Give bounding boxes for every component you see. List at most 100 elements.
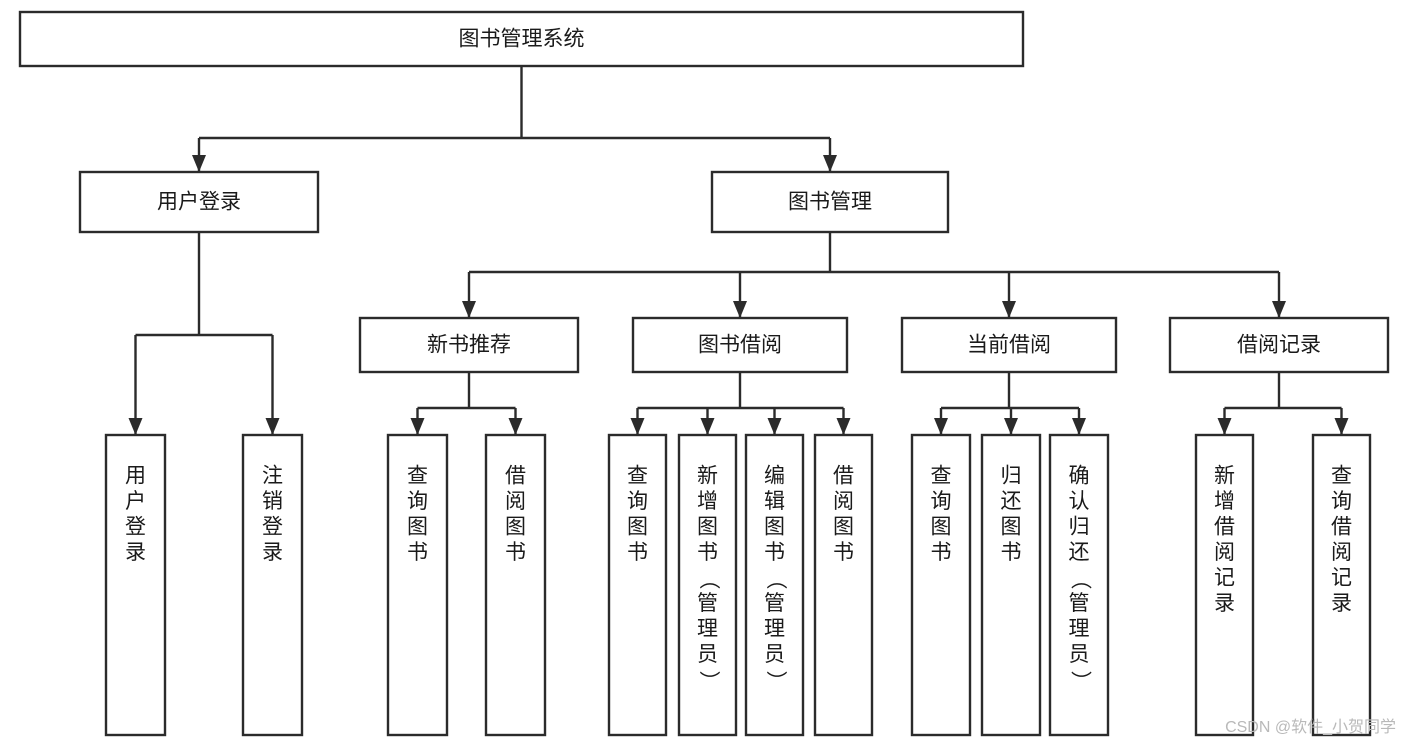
node-label-char: 记: [1214, 567, 1235, 590]
node-label-char: 询: [1331, 490, 1352, 513]
node-box: [78, 170, 320, 234]
node-l1_1[interactable]: 图书管理: [710, 170, 950, 234]
arrow-head: [700, 418, 715, 435]
arrow-head: [1272, 301, 1286, 318]
node-l2_1[interactable]: 图书借阅: [631, 316, 849, 374]
node-label-char: 登: [125, 516, 146, 539]
node-box: [104, 433, 167, 737]
arrow-head: [836, 418, 851, 435]
node-label-char: 查: [407, 465, 428, 488]
node-box: [910, 433, 972, 737]
node-label-char: （: [764, 569, 787, 590]
node-label-char: 增: [1214, 490, 1235, 513]
node-label-char: 阅: [505, 490, 526, 513]
node-label-char: 辑: [764, 490, 785, 513]
node-box: [710, 170, 950, 234]
arrow-head: [128, 418, 143, 435]
node-label-char: 归: [1069, 516, 1090, 539]
node-label-char: ）: [1068, 671, 1091, 692]
node-box: [484, 433, 547, 737]
node-label-char: 询: [407, 490, 428, 513]
node-l2_2[interactable]: 当前借阅: [900, 316, 1118, 374]
node-label: 新书推荐: [427, 334, 511, 357]
node-box: [980, 433, 1042, 737]
node-box: [1168, 316, 1390, 374]
node-label-char: 员: [697, 643, 718, 666]
node-box: [900, 316, 1118, 374]
node-label-char: 录: [125, 541, 146, 564]
node-label-char: 图: [505, 516, 526, 539]
arrow-head: [1217, 418, 1232, 435]
node-label-char: 借: [833, 465, 854, 488]
node-label-char: 书: [505, 541, 526, 564]
node-label-char: 阅: [1331, 541, 1352, 564]
node-label-char: 书: [764, 541, 785, 564]
node-label-char: 录: [1331, 592, 1352, 615]
node-label: 用户登录: [157, 191, 241, 214]
node-label-char: 书: [627, 541, 648, 564]
arrow-head: [265, 418, 280, 435]
node-label-char: 查: [627, 465, 648, 488]
node-label-char: 确: [1069, 465, 1090, 488]
node-label-char: 认: [1069, 490, 1090, 513]
node-box: [358, 316, 580, 374]
node-label-char: 管: [1069, 592, 1090, 615]
node-label-char: 书: [833, 541, 854, 564]
node-label-char: 图: [931, 516, 952, 539]
node-label-char: 新: [1214, 465, 1235, 488]
node-label-char: 还: [1001, 490, 1022, 513]
node-label-char: 登: [262, 516, 283, 539]
node-box: [386, 433, 449, 737]
node-label-char: 借: [1331, 516, 1352, 539]
arrow-head: [934, 418, 948, 435]
node-label-char: 增: [697, 490, 718, 513]
node-leaf_0[interactable]: 用户登录: [104, 433, 167, 737]
node-label-char: 还: [1069, 541, 1090, 564]
node-layer: 图书管理系统用户登录用户登录注销登录图书管理新书推荐查询图书借阅图书图书借阅查询…: [18, 10, 1390, 737]
node-label-char: 书: [697, 541, 718, 564]
node-root[interactable]: 图书管理系统: [18, 10, 1025, 68]
node-label-char: 询: [931, 490, 952, 513]
node-label-char: 书: [1001, 541, 1022, 564]
arrow-head: [462, 301, 476, 318]
node-label-char: 图: [407, 516, 428, 539]
node-label-char: 销: [262, 490, 283, 513]
node-label: 图书管理系统: [459, 28, 585, 51]
node-box: [18, 10, 1025, 68]
node-label-char: 管: [697, 592, 718, 615]
arrow-head: [508, 418, 523, 435]
node-label-char: 注: [262, 465, 283, 488]
node-l1_0[interactable]: 用户登录: [78, 170, 320, 234]
node-box: [1048, 433, 1110, 737]
node-box: [607, 433, 668, 737]
node-label-char: 询: [627, 490, 648, 513]
arrow-head: [733, 301, 747, 318]
arrow-head: [630, 418, 645, 435]
node-label-char: 查: [931, 465, 952, 488]
node-l2_0[interactable]: 新书推荐: [358, 316, 580, 374]
node-label-char: 理: [697, 618, 718, 641]
node-label-char: 图: [833, 516, 854, 539]
arrow-head: [1002, 301, 1016, 318]
arrow-head: [1004, 418, 1018, 435]
node-box: [631, 316, 849, 374]
node-l2_3[interactable]: 借阅记录: [1168, 316, 1390, 374]
node-label-char: 录: [262, 541, 283, 564]
connector-layer: [128, 66, 1349, 435]
node-label-char: 图: [764, 516, 785, 539]
node-label-char: 阅: [1214, 541, 1235, 564]
